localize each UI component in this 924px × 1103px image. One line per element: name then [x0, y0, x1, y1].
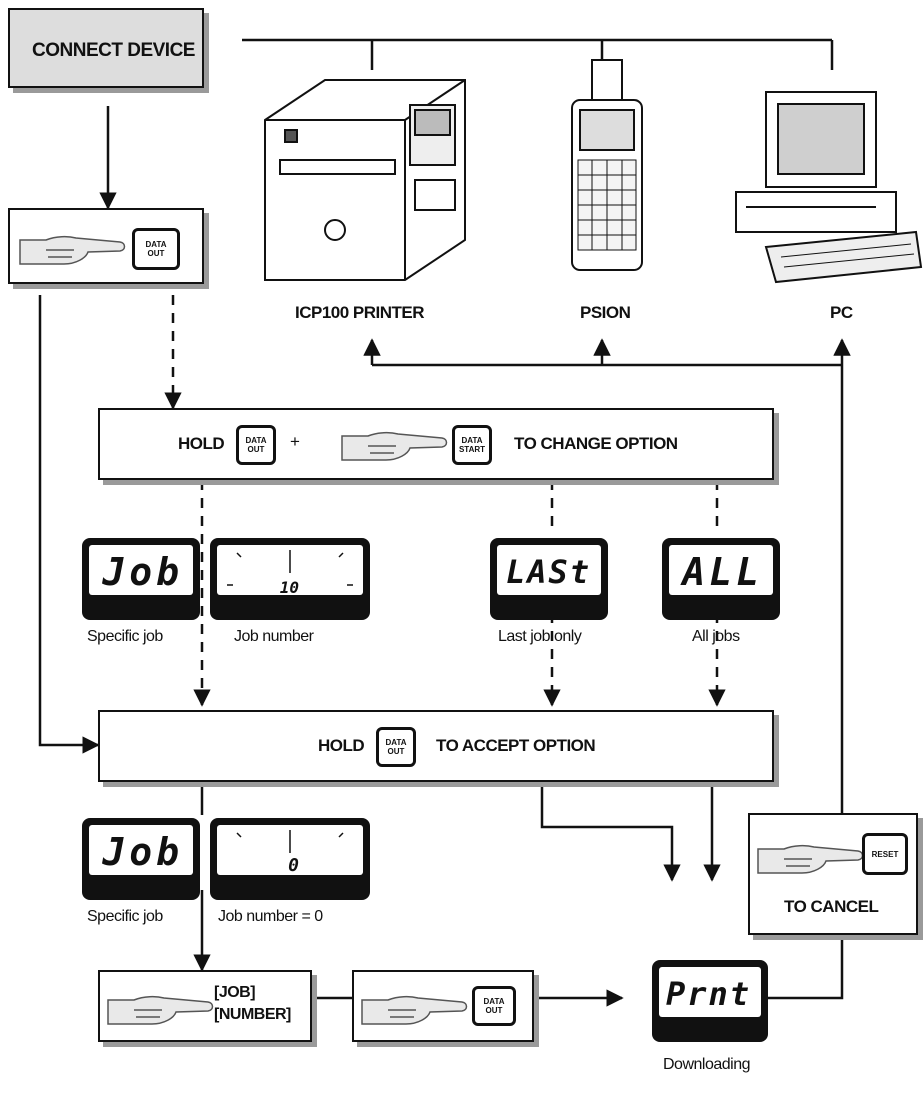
data-out-key[interactable]: DATA OUT — [236, 425, 276, 465]
lcd-text: Job — [102, 553, 183, 591]
plus-label: + — [290, 432, 299, 452]
lcd-job-number-zero: 0 — [210, 818, 370, 900]
enter-job-number-box: [JOB] [NUMBER] — [98, 970, 312, 1042]
option-caption: Last job only — [498, 628, 581, 646]
lcd-text: ALL — [682, 553, 763, 591]
accept-option-box: HOLD DATA OUT TO ACCEPT OPTION — [98, 710, 774, 782]
data-out-key[interactable]: DATA OUT — [132, 228, 180, 270]
data-out-key[interactable]: DATA OUT — [376, 727, 416, 767]
connect-device-label: CONNECT DEVICE — [32, 40, 195, 62]
data-out-key-line1: DATA — [145, 240, 166, 249]
job-bracket-label: [JOB] — [214, 984, 255, 1002]
lcd-all-jobs: ALL — [662, 538, 780, 620]
data-out-key-line2: OUT — [248, 445, 265, 454]
pointing-hand-icon — [358, 988, 468, 1028]
lcd-specific-job-flashing: Job — [82, 818, 200, 900]
pointing-hand-icon — [104, 988, 214, 1028]
accept-hold-label: HOLD — [318, 736, 364, 756]
download-caption: Downloading — [663, 1056, 750, 1074]
reset-key-label: RESET — [872, 850, 899, 859]
change-option-box: HOLD DATA OUT + DATA START TO CHANGE OPT… — [98, 408, 774, 480]
accepted-caption: Job number = 0 — [218, 908, 323, 926]
connect-device-box: CONNECT DEVICE — [8, 8, 204, 88]
number-bracket-label: [NUMBER] — [214, 1006, 291, 1024]
press-data-out-box-2: DATA OUT — [352, 970, 534, 1042]
lcd-text: Prnt — [666, 975, 751, 1013]
data-start-key[interactable]: DATA START — [452, 425, 492, 465]
data-start-key-line1: DATA — [461, 436, 482, 445]
psion-label: PSION — [580, 303, 630, 323]
reset-key[interactable]: RESET — [862, 833, 908, 875]
printer-icon — [255, 70, 475, 290]
pc-label: PC — [830, 303, 853, 323]
cancel-box: RESET TO CANCEL — [748, 813, 918, 935]
data-out-key-line2: OUT — [148, 249, 165, 258]
pointing-hand-icon — [338, 424, 448, 464]
lcd-last-job: LASt — [490, 538, 608, 620]
lcd-text: Job — [102, 833, 183, 871]
cancel-label: TO CANCEL — [784, 897, 878, 917]
data-out-key[interactable]: DATA OUT — [472, 986, 516, 1026]
data-out-key-line1: DATA — [483, 997, 504, 1006]
change-option-label: TO CHANGE OPTION — [514, 434, 678, 454]
lcd-specific-job: Job — [82, 538, 200, 620]
lcd-text: LASt — [506, 553, 591, 591]
lcd-downloading: Prnt — [652, 960, 768, 1042]
accept-option-label: TO ACCEPT OPTION — [436, 736, 595, 756]
accepted-caption: Specific job — [87, 908, 163, 926]
lcd-text: 0 — [288, 847, 299, 885]
pointing-hand-icon — [754, 837, 864, 877]
option-caption: Specific job — [87, 628, 163, 646]
pointing-hand-icon — [16, 228, 126, 268]
psion-handheld-icon — [562, 55, 652, 285]
printer-label: ICP100 PRINTER — [295, 303, 424, 323]
data-out-key-line1: DATA — [245, 436, 266, 445]
data-out-key-line2: OUT — [486, 1006, 503, 1015]
option-caption: All jobs — [692, 628, 740, 646]
lcd-text: 10 — [280, 569, 299, 607]
option-caption: Job number — [234, 628, 314, 646]
data-out-key-line1: DATA — [385, 738, 406, 747]
lcd-job-number: 10 — [210, 538, 370, 620]
data-out-key-line2: OUT — [388, 747, 405, 756]
press-data-out-box: DATA OUT — [8, 208, 204, 284]
data-start-key-line2: START — [459, 445, 485, 454]
desktop-computer-icon — [726, 82, 924, 292]
change-hold-label: HOLD — [178, 434, 224, 454]
